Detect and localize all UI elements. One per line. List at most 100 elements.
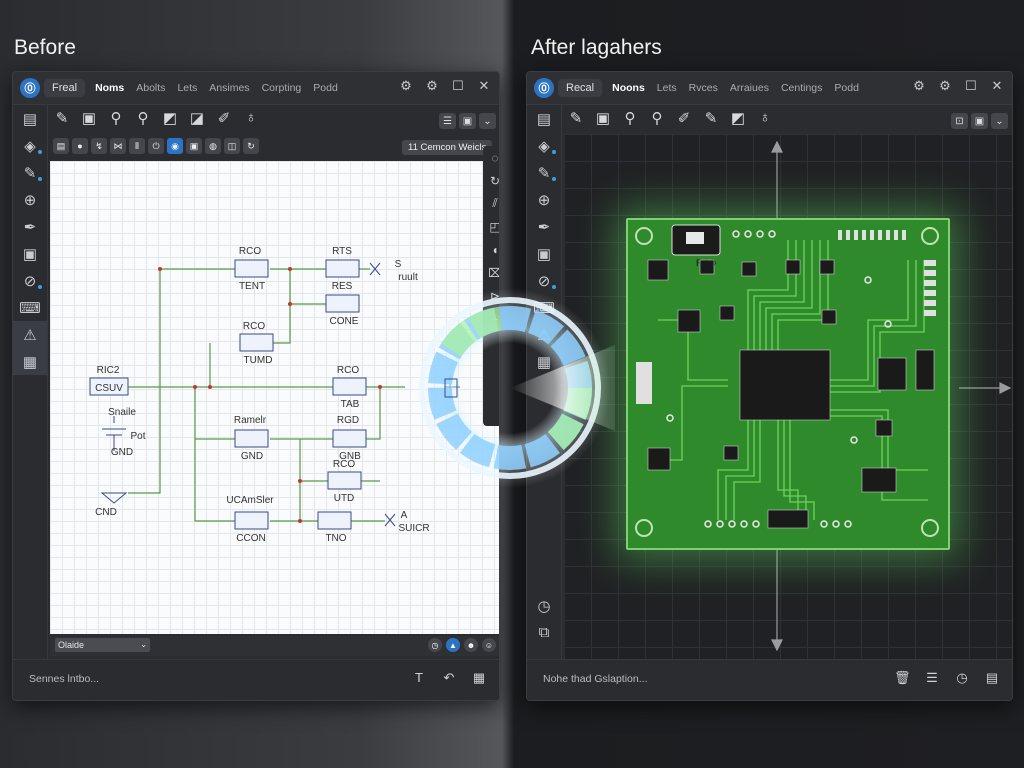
menu-item[interactable]: Abolts (136, 82, 166, 94)
refresh-icon[interactable]: ↻ (243, 138, 259, 154)
layer-dropdown[interactable]: Olaide⌄ (55, 638, 150, 652)
pcb-canvas[interactable]: RCO (564, 134, 1012, 660)
keyboard-icon[interactable]: ⌨ (533, 299, 555, 317)
clock-icon[interactable]: ◷ (956, 670, 968, 685)
power-icon[interactable]: ⏻ (148, 138, 164, 154)
document-icon[interactable]: ▤ (536, 110, 552, 128)
marker-icon[interactable]: ✎ (704, 110, 718, 127)
pen-icon[interactable]: ✒ (23, 218, 37, 236)
pencil-icon[interactable]: ✎ (527, 159, 561, 186)
undo-icon[interactable]: ↶ (443, 670, 455, 685)
pen-icon[interactable]: ✐ (677, 110, 691, 127)
layers-icon[interactable]: ⊡ (951, 113, 968, 129)
menu-item[interactable]: Lets (177, 82, 198, 94)
app-logo-icon[interactable]: ⓪ (534, 78, 554, 98)
calendar-icon[interactable]: ▦ (536, 353, 552, 371)
app-name-button[interactable]: Freal (44, 79, 86, 97)
clock-icon[interactable]: ◷ (537, 597, 551, 615)
select-icon[interactable]: ◉ (167, 138, 183, 154)
filter-icon[interactable]: ◍ (205, 138, 221, 154)
component-icon[interactable]: ▣ (595, 110, 611, 127)
clock-icon[interactable]: ◷ (428, 638, 442, 652)
menu-item[interactable]: Podd (313, 82, 338, 94)
chip-icon[interactable]: ▣ (186, 138, 202, 154)
save-icon[interactable]: ▤ (985, 670, 999, 685)
calendar-icon[interactable]: ▦ (13, 348, 47, 375)
zoom-out-icon[interactable]: ⚲ (651, 110, 663, 127)
chip-icon[interactable]: ▣ (536, 245, 552, 263)
record-icon[interactable]: ● (72, 138, 88, 154)
menu-item[interactable]: Rvces (688, 82, 718, 94)
menu-item[interactable]: Noons (612, 82, 645, 94)
grid-icon[interactable]: ▣ (459, 113, 476, 129)
gear-icon[interactable]: ⚙ (426, 78, 438, 93)
scan-icon[interactable]: ◫ (224, 138, 240, 154)
bus-icon[interactable]: ⫴ (129, 138, 145, 154)
close-icon[interactable]: ✕ (991, 78, 1003, 93)
menu-item[interactable]: Corpting (261, 82, 302, 94)
chevron-down-icon[interactable]: ⌄ (479, 113, 496, 129)
audio-icon[interactable]: ◖ (491, 242, 499, 257)
menu-item[interactable]: Arraiues (729, 82, 769, 94)
menu-item[interactable]: Centings (780, 82, 823, 94)
frame-icon[interactable]: ◰ (489, 219, 500, 234)
list-icon[interactable]: ☰ (926, 670, 938, 685)
close-icon[interactable]: ✕ (478, 78, 490, 93)
chip-icon[interactable]: ▣ (22, 245, 38, 263)
rotate-icon[interactable]: ↻ (489, 173, 500, 188)
wire-icon[interactable]: ↯ (91, 138, 107, 154)
gear-icon[interactable]: ⚙ (939, 78, 951, 93)
settings-icon[interactable]: ⚙ (913, 78, 925, 93)
pen-icon[interactable]: ✒ (537, 218, 551, 236)
cursor-icon[interactable]: ⊳ (489, 288, 500, 303)
copy-icon[interactable]: ⧉ (538, 624, 550, 641)
net-icon[interactable]: ⋈ (110, 138, 126, 154)
pulse-icon[interactable]: ⌁ (491, 311, 499, 326)
tag-icon[interactable]: ◪ (189, 110, 205, 127)
maximize-icon[interactable]: ☐ (452, 78, 464, 93)
pencil-icon[interactable]: ✎ (55, 110, 69, 127)
zoom-in-icon[interactable]: ⚲ (110, 110, 122, 127)
layers-icon[interactable]: ☰ (439, 113, 456, 129)
app-logo-icon[interactable]: ⓪ (20, 78, 40, 98)
slash-icon[interactable]: ⫽ (492, 196, 498, 210)
marker-icon[interactable]: ◩ (162, 110, 178, 127)
diamond-icon[interactable]: ◈ (527, 132, 561, 159)
face-icon[interactable]: ☻ (464, 638, 478, 652)
list-icon[interactable]: ▤ (53, 138, 69, 154)
grid-icon[interactable]: ▦ (472, 670, 486, 685)
probe-icon[interactable]: ♁ (759, 109, 771, 126)
diamond-icon[interactable]: ◈ (13, 132, 47, 159)
pcb-board[interactable]: RCO (626, 218, 950, 550)
plus-circle-icon[interactable]: ⊕ (537, 191, 551, 209)
trash-icon[interactable]: 🗑 (894, 670, 911, 685)
plus-circle-icon[interactable]: ⊕ (23, 191, 37, 209)
chevron-down-icon[interactable]: ⌄ (991, 113, 1008, 129)
zoom-out-icon[interactable]: ⚲ (137, 110, 149, 127)
menu-item[interactable]: Ansimes (209, 82, 250, 94)
tag-icon[interactable]: ◩ (730, 110, 746, 127)
document-icon[interactable]: ▤ (22, 110, 38, 128)
menu-item[interactable]: Podd (834, 82, 859, 94)
app-name-button[interactable]: Recal (558, 79, 603, 97)
pencil-icon[interactable]: ✎ (13, 159, 47, 186)
emoji-icon[interactable]: ☺ (482, 638, 496, 652)
settings-icon[interactable]: ⚙ (400, 78, 412, 93)
chart-icon[interactable]: ▲ (446, 638, 460, 652)
warning-icon[interactable]: ⚠ (13, 321, 47, 348)
text-icon[interactable]: T (415, 670, 423, 685)
probe-icon[interactable]: ⊘ (13, 267, 47, 294)
grid-icon[interactable]: ▣ (971, 113, 988, 129)
schematic-canvas[interactable]: RCO TENT RTS RES CONE S ruult RCO TUMD R… (50, 161, 499, 634)
gate-icon[interactable]: ⌧ (483, 261, 499, 284)
warning-icon[interactable]: ⚠ (537, 326, 551, 344)
menu-item[interactable]: Noms (95, 82, 125, 94)
zoom-in-icon[interactable]: ⚲ (624, 110, 636, 127)
component-icon[interactable]: ▣ (81, 110, 97, 127)
probe-icon[interactable]: ⊘ (527, 267, 561, 294)
probe-icon[interactable]: ♁ (245, 109, 257, 126)
pen-icon[interactable]: ✐ (217, 110, 231, 127)
pencil-icon[interactable]: ✎ (569, 110, 583, 127)
curve-icon[interactable]: ◌ (491, 150, 499, 165)
menu-item[interactable]: Lets (656, 82, 677, 94)
